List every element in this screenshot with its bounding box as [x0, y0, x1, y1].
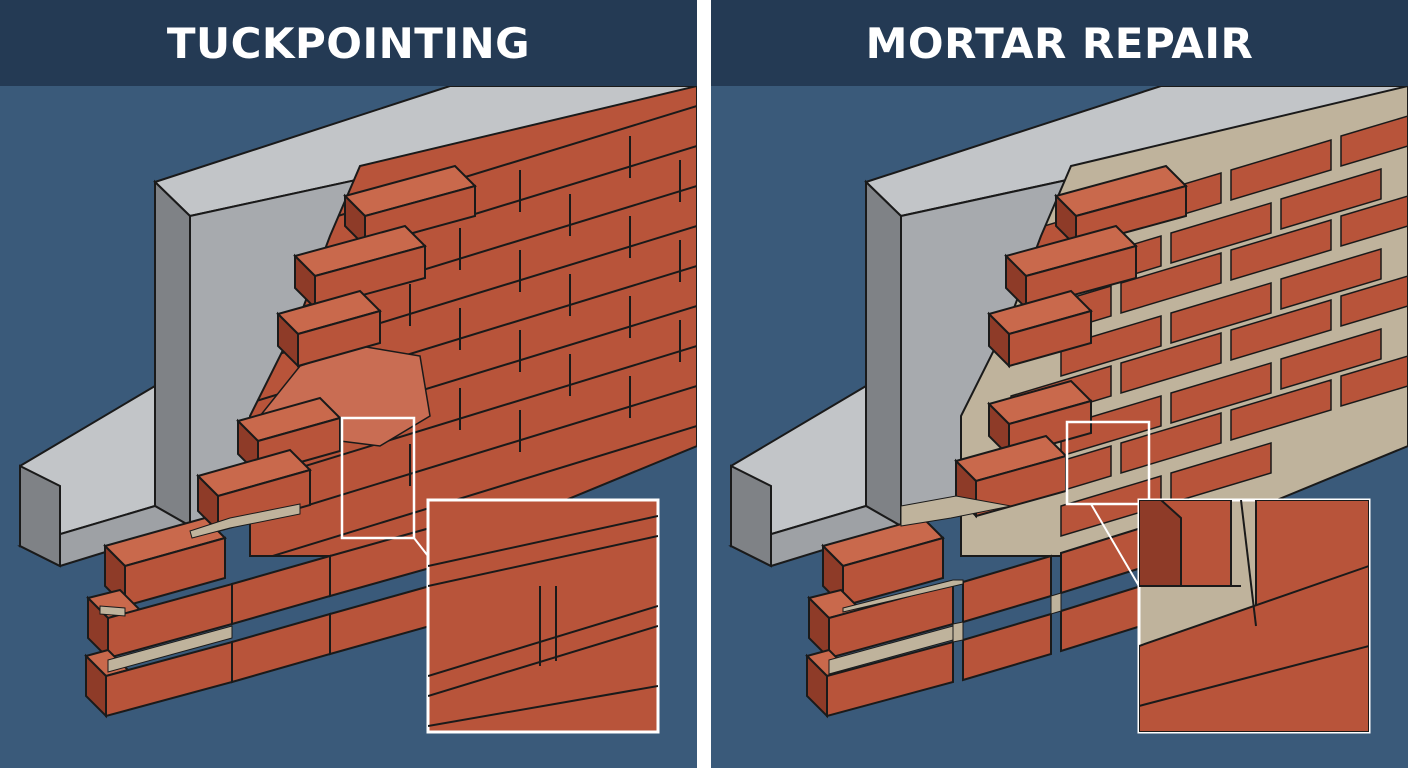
brick-wall-illustration [17, 86, 697, 734]
panel-tuckpointing: TUCKPOINTING [0, 0, 697, 768]
panel-header: MORTAR REPAIR [711, 0, 1408, 86]
panel-mortar-repair: MORTAR REPAIR [711, 0, 1408, 768]
brick-wall-illustration [728, 86, 1408, 734]
panel-title: TUCKPOINTING [166, 18, 531, 68]
panel-header: TUCKPOINTING [0, 0, 697, 86]
crumbling-mortar [99, 503, 301, 673]
magnifier-callout [340, 416, 660, 734]
magnifier-callout [1065, 420, 1371, 734]
panel-title: MORTAR REPAIR [865, 18, 1254, 68]
loose-bricks [84, 164, 477, 719]
fresh-mortar [828, 495, 1062, 675]
loose-bricks [805, 164, 1188, 719]
